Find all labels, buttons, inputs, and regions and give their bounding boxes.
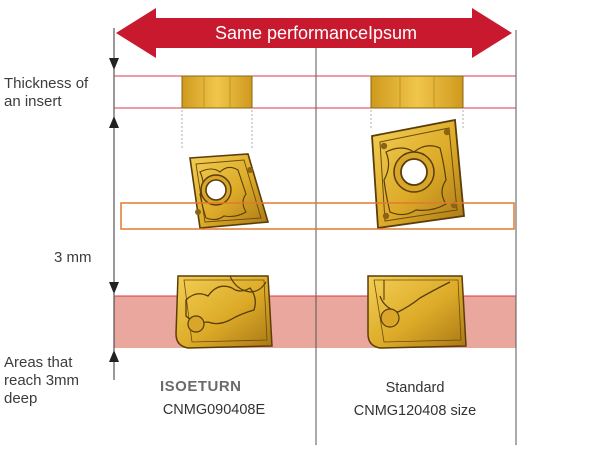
right-insert-corner-detail — [367, 275, 467, 349]
guide-dashes — [181, 110, 464, 150]
banner-arrow — [116, 8, 512, 58]
areas-label: Areas that reach 3mm deep — [4, 354, 83, 407]
right-product-type: Standard — [386, 380, 445, 396]
depth-arrow — [109, 282, 119, 362]
right-insert-side-view — [370, 75, 464, 109]
right-insert-top-view — [371, 118, 465, 230]
right-model-name: CNMG120408 size — [354, 403, 477, 419]
svg-text:ISOETURN: ISOETURN — [160, 378, 242, 395]
left-model-name: CNMG090408E — [163, 402, 266, 418]
left-insert-side-view — [181, 75, 253, 109]
depth-label: 3 mm — [54, 249, 92, 266]
left-insert-corner-detail — [175, 275, 273, 349]
brand-logo: ISOETURN — [160, 378, 242, 395]
thickness-label: Thickness of an insert — [4, 75, 92, 110]
depth-reference-box — [120, 202, 515, 230]
banner-title: Same performanceIpsum — [215, 23, 417, 43]
thickness-arrow — [109, 58, 119, 128]
left-insert-top-view — [189, 153, 270, 229]
